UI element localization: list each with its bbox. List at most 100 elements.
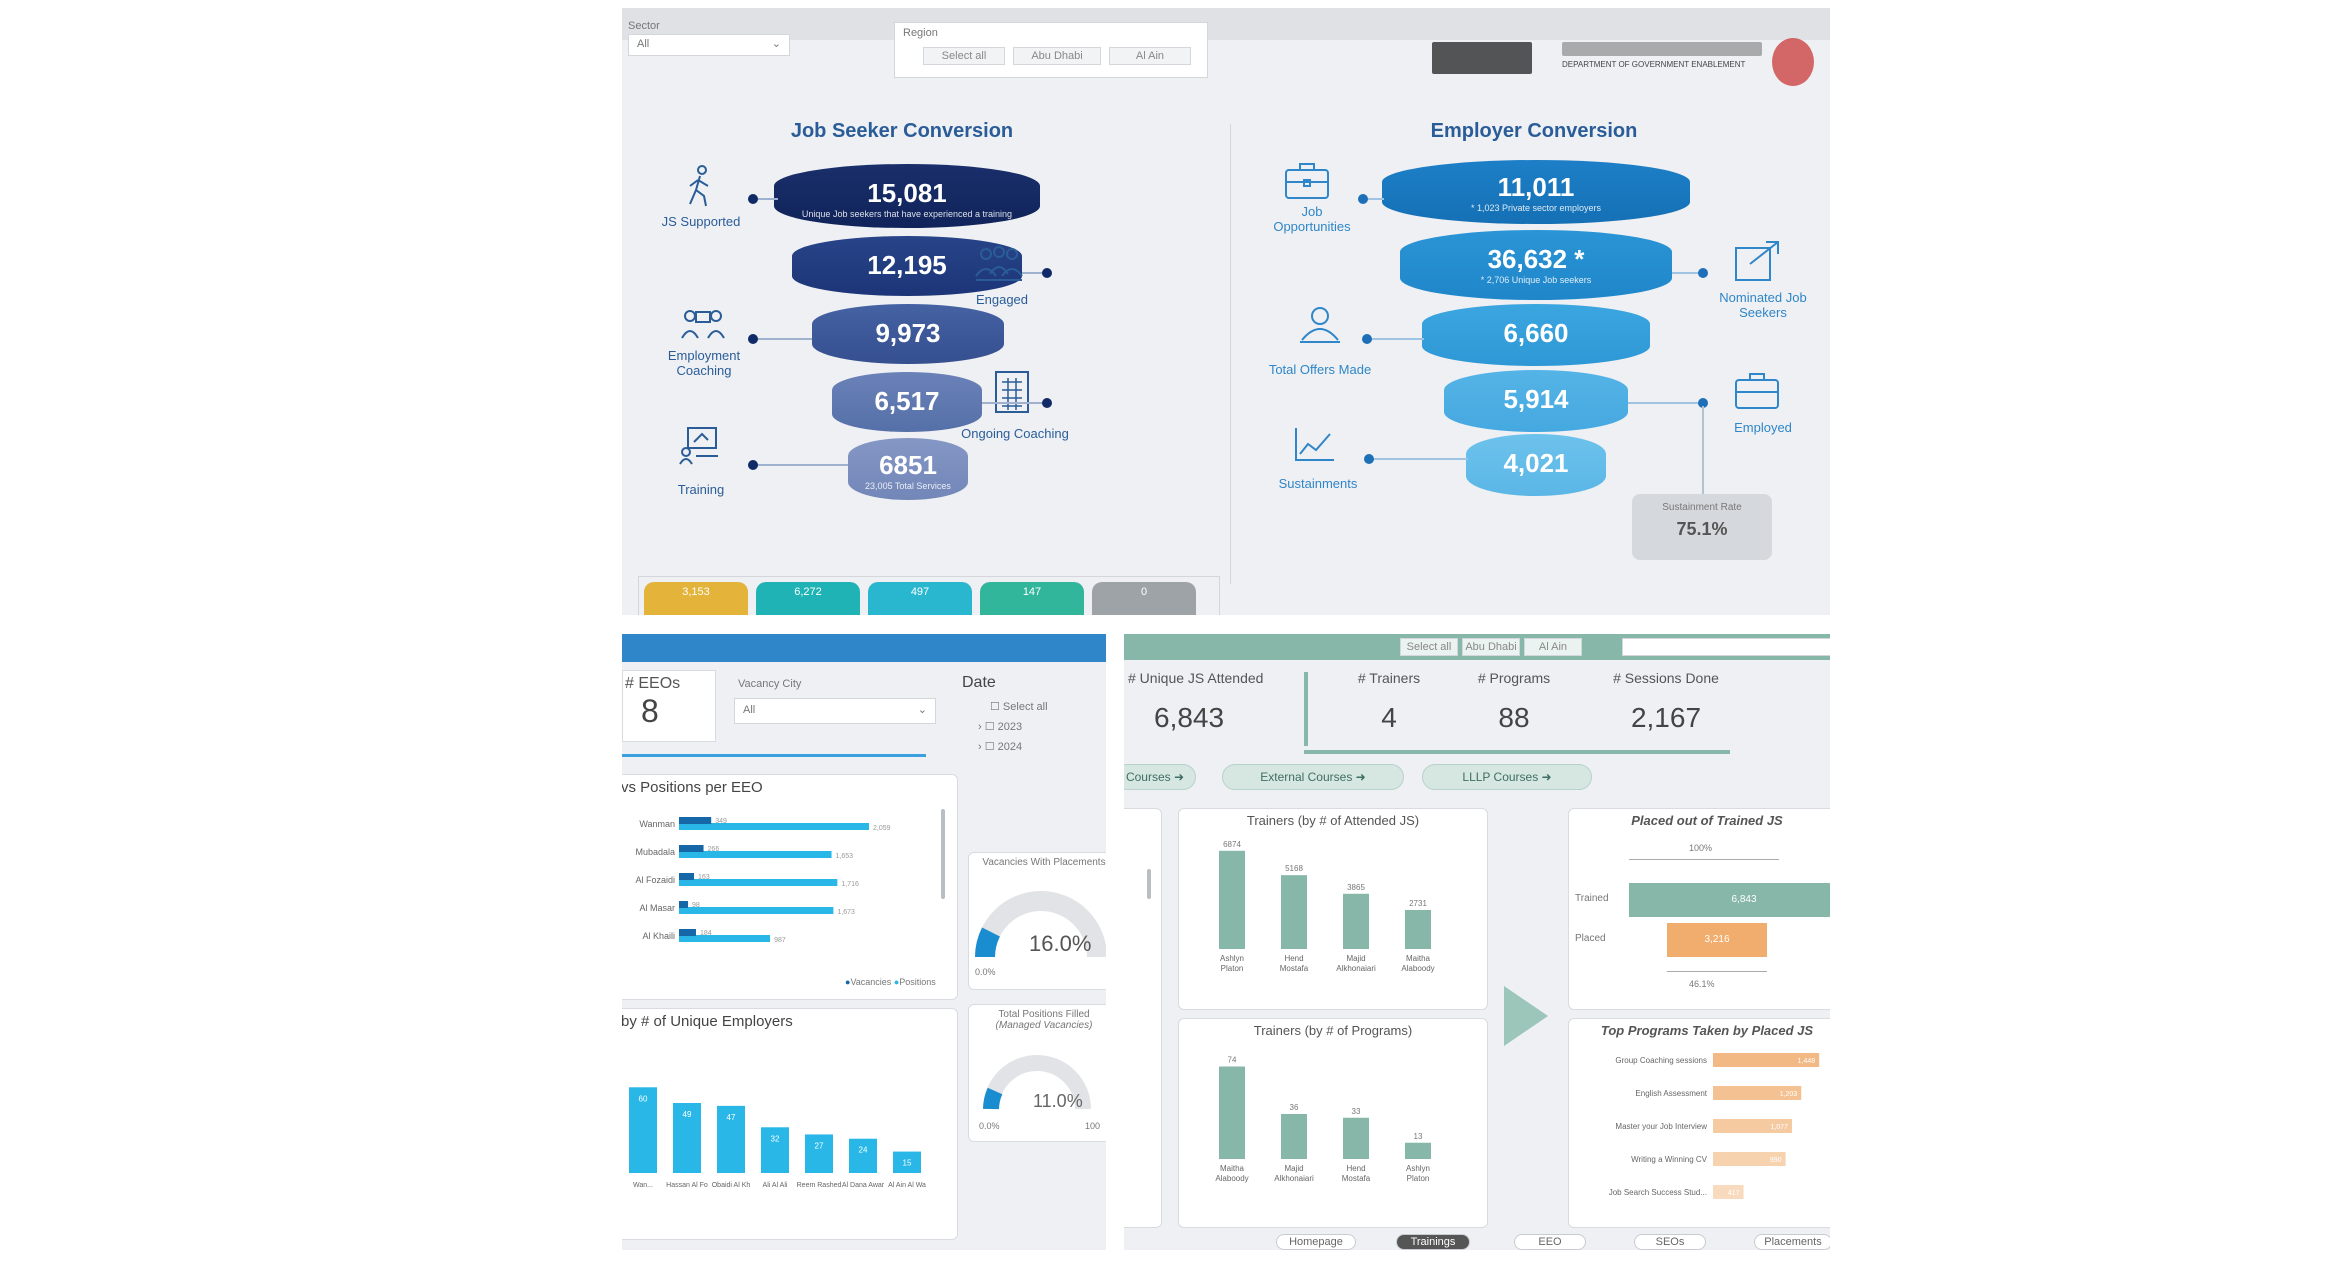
- header-option-al-ain[interactable]: Al Ain: [1524, 638, 1582, 656]
- external-courses-button[interactable]: External Courses ➜: [1222, 764, 1404, 790]
- tile-5[interactable]: 0: [1092, 582, 1196, 615]
- tab-homepage[interactable]: Homepage: [1276, 1234, 1356, 1250]
- trainer-bar-label: Ashlyn: [1406, 1164, 1430, 1173]
- js-funnel-stage-1[interactable]: 15,081 Unique Job seekers that have expe…: [774, 164, 1040, 228]
- left-partial-card: [1124, 808, 1162, 1228]
- top-programs-card: Top Programs Taken by Placed JS Group Co…: [1568, 1018, 1830, 1228]
- js-stage-1-note: Unique Job seekers that have experienced…: [801, 209, 1013, 219]
- trainer-bar-label: Alaboody: [1401, 964, 1434, 973]
- chevron-down-icon: ⌄: [917, 704, 927, 716]
- gauge2-title: Total Positions Filled: [998, 1009, 1090, 1020]
- emp-funnel-stage-2[interactable]: 36,632 * * 2,706 Unique Job seekers: [1400, 230, 1672, 300]
- date-option-2023[interactable]: › ☐ 2023: [978, 721, 1023, 733]
- tab-eeo[interactable]: EEO: [1514, 1234, 1586, 1250]
- emp-stage-5-value: 4,021: [1503, 448, 1569, 478]
- vacancies-placements-gauge-card: Vacancies With Placements 16.0% 0.0%: [968, 852, 1106, 990]
- tab-seos[interactable]: SEOs: [1634, 1234, 1706, 1250]
- employer-column-label: Al Ain Al Wa: [888, 1182, 926, 1189]
- trainer-bar-label: Ashlyn: [1220, 954, 1244, 963]
- header-option-select-all[interactable]: Select all: [1400, 638, 1458, 656]
- sustainment-rate-card: Sustainment Rate 75.1%: [1632, 494, 1772, 560]
- ongoing-coaching-label: Ongoing Coaching: [961, 426, 1069, 441]
- gauge2-chart: [983, 1055, 1091, 1110]
- js-stage-1-value: 15,081: [867, 178, 947, 208]
- trained-bar[interactable]: 6,843: [1629, 883, 1830, 917]
- date-option-2024-text: 2024: [997, 741, 1023, 753]
- bar-row-label: Al Fozaidi: [635, 875, 675, 885]
- date-option-2024[interactable]: › ☐ 2024: [978, 741, 1023, 753]
- offers-connector: [1366, 338, 1424, 340]
- walking-person-icon: [682, 164, 718, 208]
- js-stage-3-value: 9,973: [875, 318, 941, 348]
- emp-funnel-stage-1[interactable]: 11,011 * 1,023 Private sector employers: [1382, 160, 1690, 224]
- region-option-abu-dhabi[interactable]: Abu Dhabi: [1013, 47, 1101, 65]
- left-card-scrollbar[interactable]: [1147, 869, 1151, 899]
- trainer-bar-label: Alaboody: [1215, 1174, 1248, 1183]
- engaged-group-icon: [974, 244, 1024, 284]
- program-logo: [1432, 42, 1532, 74]
- tile-4-value: 147: [1022, 586, 1042, 598]
- engaged-connector: [1022, 272, 1046, 274]
- vacancy-city-value: All: [743, 704, 756, 716]
- js-funnel-stage-3[interactable]: 9,973: [812, 304, 1004, 364]
- placed-bar[interactable]: 3,216: [1667, 923, 1767, 957]
- tile-1[interactable]: 3,153: [644, 582, 748, 615]
- top-programs-title: Top Programs Taken by Placed JS: [1600, 1023, 1814, 1038]
- program-value: 1,203: [1780, 1091, 1798, 1098]
- chart-legend: ●Vacancies ●Positions: [845, 977, 936, 987]
- header-option-abu-dhabi[interactable]: Abu Dhabi: [1462, 638, 1520, 656]
- positions-filled-gauge-card: Total Positions Filled (Managed Vacancie…: [968, 1004, 1106, 1142]
- emp-funnel-stage-4[interactable]: 5,914: [1444, 370, 1628, 432]
- tile-5-value: 0: [1140, 586, 1148, 598]
- lllp-courses-button[interactable]: LLLP Courses ➜: [1422, 764, 1592, 790]
- tab-trainings[interactable]: Trainings: [1396, 1234, 1470, 1250]
- region-option-select-all[interactable]: Select all: [923, 47, 1005, 65]
- js-funnel-stage-2[interactable]: 12,195: [792, 236, 1022, 296]
- trainer-bar-value: 3865: [1347, 883, 1365, 892]
- training-dashboard-panel: Select all Abu Dhabi Al Ain # Unique JS …: [1124, 634, 1830, 1250]
- region-slicer-label: Region: [903, 27, 938, 39]
- trainer-bar: [1219, 1066, 1245, 1159]
- emp-funnel-stage-5[interactable]: 4,021: [1466, 434, 1606, 496]
- slicer-underline: [622, 754, 926, 757]
- trainer-bar-value: 33: [1352, 1107, 1361, 1116]
- chart-scrollbar[interactable]: [941, 809, 945, 899]
- date-option-select-all[interactable]: ☐ Select all: [990, 701, 1048, 713]
- trainer-bar-label: Alkhonaiari: [1336, 964, 1376, 973]
- job-opp-dot: [1358, 194, 1368, 204]
- government-logo-text: DEPARTMENT OF GOVERNMENT ENABLEMENT: [1562, 60, 1746, 69]
- program-label: Master your Job Interview: [1615, 1122, 1707, 1131]
- employer-column-value: 27: [815, 1141, 824, 1150]
- kpi-programs: # Programs 88: [1464, 670, 1564, 734]
- vacancy-city-dropdown[interactable]: All ⌄: [734, 698, 936, 724]
- positions-bar: [679, 823, 869, 830]
- header-search-input[interactable]: [1622, 638, 1830, 656]
- kpi-trainers-label: # Trainers: [1357, 670, 1421, 686]
- briefcase-employed-icon: [1734, 370, 1780, 410]
- tile-2[interactable]: 6,272: [756, 582, 860, 615]
- emp-funnel-stage-3[interactable]: 6,660: [1422, 304, 1650, 366]
- js-funnel-stage-4[interactable]: 6,517: [832, 372, 982, 432]
- tile-4[interactable]: 147: [980, 582, 1084, 615]
- employer-column-label: Hassan Al Fo: [666, 1182, 708, 1189]
- trainer-bar-label: Maitha: [1220, 1164, 1245, 1173]
- region-option-al-ain[interactable]: Al Ain: [1109, 47, 1191, 65]
- legend-vacancies: Vacancies: [850, 977, 892, 987]
- tile-3[interactable]: 497: [868, 582, 972, 615]
- vacancies-bar: [679, 817, 712, 824]
- kpi-sessions: # Sessions Done 2,167: [1596, 670, 1736, 734]
- training-dot: [748, 460, 758, 470]
- tab-placements[interactable]: Placements: [1754, 1234, 1830, 1250]
- js-funnel-stage-5[interactable]: 6851 23,005 Total Services: [848, 438, 968, 500]
- gauge1-min: 0.0%: [975, 967, 996, 977]
- positions-bar: [679, 851, 832, 858]
- positions-bar: [679, 935, 771, 942]
- eeo-count-value: 8: [641, 693, 659, 729]
- courses-button[interactable]: Courses ➜: [1124, 764, 1196, 790]
- sector-dropdown[interactable]: All ⌄: [628, 34, 790, 56]
- engaged-dot: [1042, 268, 1052, 278]
